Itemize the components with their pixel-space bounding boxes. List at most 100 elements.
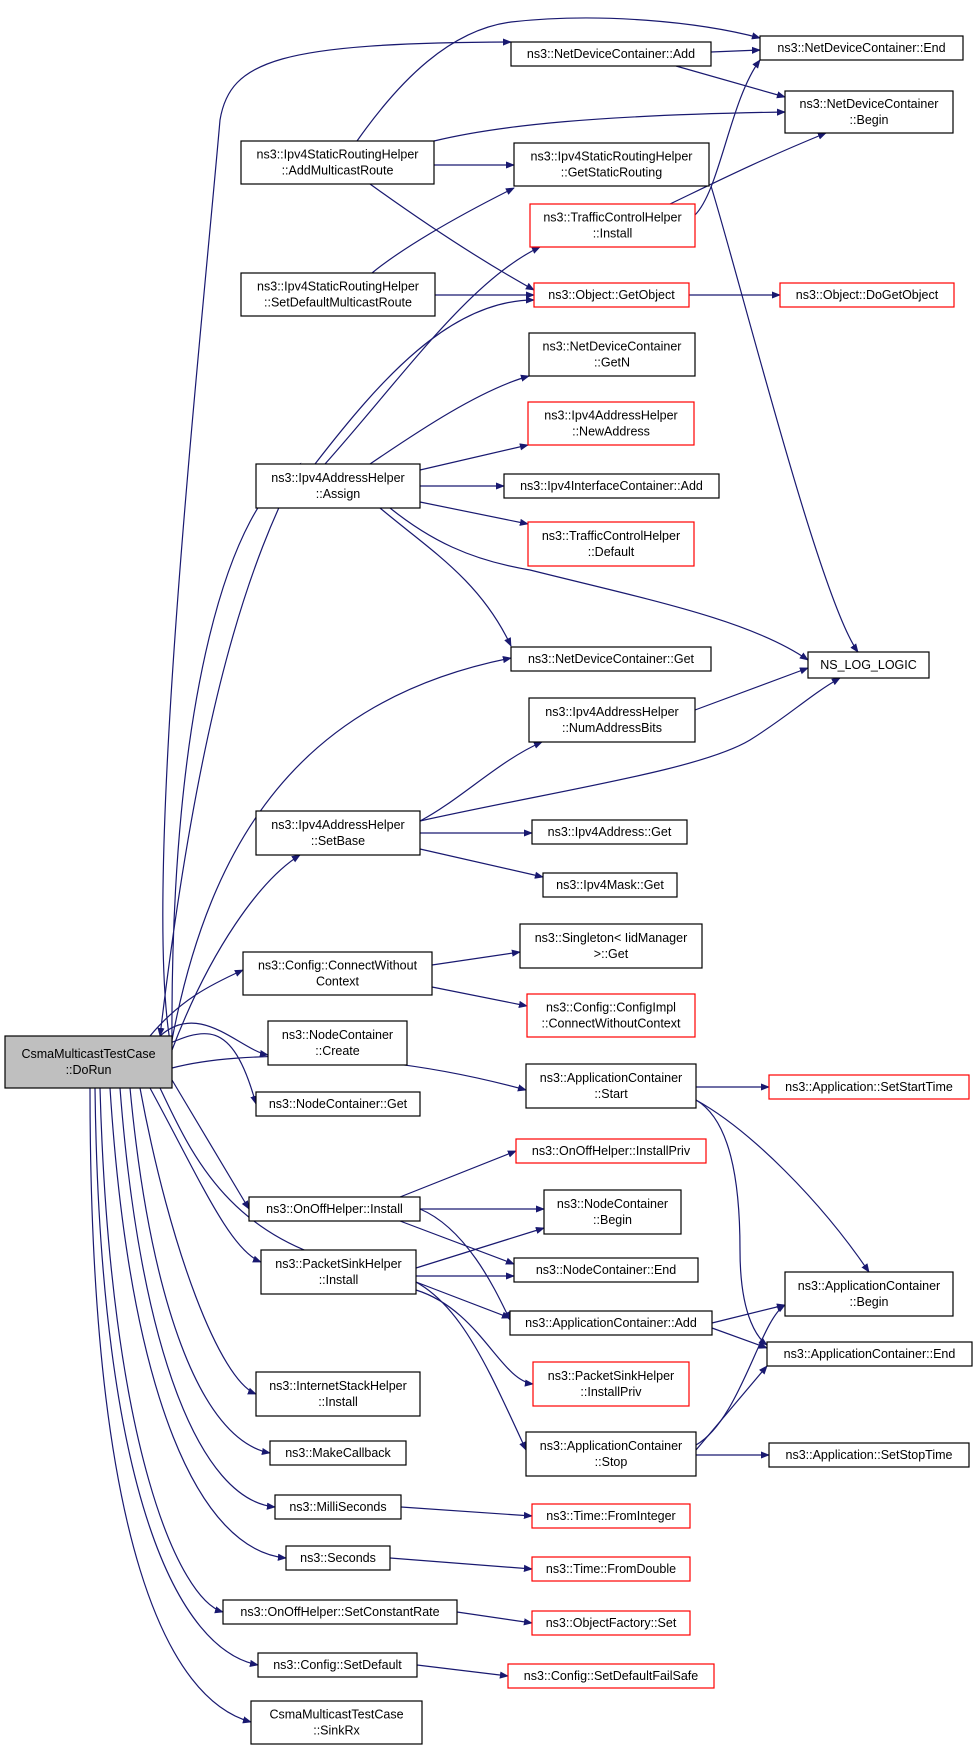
node-box[interactable]: [526, 993, 696, 1038]
node-ac-begin[interactable]: ns3::ApplicationContainer::Begin: [784, 1271, 954, 1317]
node-box[interactable]: [260, 1249, 417, 1295]
node-box[interactable]: [257, 1652, 418, 1678]
node-box[interactable]: [784, 90, 954, 134]
node-psh-installpriv[interactable]: ns3::PacketSinkHelper::InstallPriv: [532, 1361, 690, 1407]
node-of-set[interactable]: ns3::ObjectFactory::Set: [531, 1610, 691, 1636]
node-box[interactable]: [529, 203, 696, 248]
node-srh-getsr[interactable]: ns3::Ipv4StaticRoutingHelper::GetStaticR…: [513, 142, 710, 187]
node-cfg-setdef[interactable]: ns3::Config::SetDefault: [257, 1652, 418, 1678]
node-obj-doget[interactable]: ns3::Object::DoGetObject: [779, 282, 955, 308]
node-box[interactable]: [242, 951, 433, 996]
node-box[interactable]: [784, 1271, 954, 1317]
node-box[interactable]: [527, 521, 695, 567]
node-obj-get[interactable]: ns3::Object::GetObject: [533, 282, 690, 308]
node-box[interactable]: [531, 1610, 691, 1636]
node-box[interactable]: [759, 35, 964, 61]
node-iah-setbase[interactable]: ns3::Ipv4AddressHelper::SetBase: [255, 810, 421, 856]
node-box[interactable]: [240, 272, 436, 317]
node-ndc-getn[interactable]: ns3::NetDeviceContainer::GetN: [528, 332, 696, 377]
node-tch-install[interactable]: ns3::TrafficControlHelper::Install: [529, 203, 696, 248]
node-box[interactable]: [274, 1494, 402, 1520]
node-box[interactable]: [519, 923, 703, 969]
node-singleton[interactable]: ns3::Singleton< IidManager>::Get: [519, 923, 703, 969]
node-box[interactable]: [531, 819, 688, 845]
node-ac-end[interactable]: ns3::ApplicationContainer::End: [766, 1341, 973, 1367]
node-box[interactable]: [766, 1341, 973, 1367]
node-box[interactable]: [532, 1361, 690, 1407]
node-cmtc-sinkrx[interactable]: CsmaMulticastTestCase::SinkRx: [250, 1700, 423, 1745]
node-box[interactable]: [531, 1556, 691, 1582]
node-ooh-setcr[interactable]: ns3::OnOffHelper::SetConstantRate: [222, 1599, 458, 1625]
node-box[interactable]: [269, 1440, 407, 1466]
node-box[interactable]: [240, 140, 435, 185]
node-box[interactable]: [543, 1189, 682, 1235]
node-millis[interactable]: ns3::MilliSeconds: [274, 1494, 402, 1520]
node-makecb[interactable]: ns3::MakeCallback: [269, 1440, 407, 1466]
node-ac-start[interactable]: ns3::ApplicationContainer::Start: [525, 1063, 697, 1109]
node-ooh-install[interactable]: ns3::OnOffHelper::Install: [248, 1196, 421, 1222]
node-box[interactable]: [542, 872, 678, 898]
node-ndc-begin[interactable]: ns3::NetDeviceContainer::Begin: [784, 90, 954, 134]
node-box[interactable]: [509, 1310, 713, 1336]
node-box[interactable]: [528, 332, 696, 377]
node-cfg-cwc[interactable]: ns3::Config::ConnectWithoutContext: [242, 951, 433, 996]
node-box[interactable]: [525, 1431, 697, 1477]
node-ndc-end[interactable]: ns3::NetDeviceContainer::End: [759, 35, 964, 61]
node-iah-assign[interactable]: ns3::Ipv4AddressHelper::Assign: [255, 463, 421, 509]
node-box[interactable]: [255, 463, 421, 509]
node-ooh-installpriv[interactable]: ns3::OnOffHelper::InstallPriv: [515, 1138, 707, 1164]
node-root[interactable]: CsmaMulticastTestCase::DoRun: [4, 1035, 173, 1089]
node-box[interactable]: [510, 646, 712, 672]
node-box[interactable]: [507, 1663, 715, 1689]
node-box[interactable]: [513, 142, 710, 187]
node-box[interactable]: [510, 41, 712, 67]
node-nc-end[interactable]: ns3::NodeContainer::End: [513, 1257, 699, 1283]
node-iic-add[interactable]: ns3::Ipv4InterfaceContainer::Add: [503, 473, 720, 499]
node-ns-log[interactable]: NS_LOG_LOGIC: [807, 651, 930, 679]
node-box[interactable]: [255, 1371, 421, 1417]
node-box[interactable]: [222, 1599, 458, 1625]
node-app-setstart[interactable]: ns3::Application::SetStartTime: [768, 1074, 970, 1100]
node-cfgimpl-cwc[interactable]: ns3::Config::ConfigImpl::ConnectWithoutC…: [526, 993, 696, 1038]
node-ia-get[interactable]: ns3::Ipv4Address::Get: [531, 819, 688, 845]
node-box[interactable]: [531, 1503, 691, 1529]
node-ndc-add[interactable]: ns3::NetDeviceContainer::Add: [510, 41, 712, 67]
node-app-setstop[interactable]: ns3::Application::SetStopTime: [768, 1442, 970, 1468]
node-box[interactable]: [255, 1091, 421, 1117]
node-iah-numbits[interactable]: ns3::Ipv4AddressHelper::NumAddressBits: [528, 697, 696, 743]
node-iah-newaddr[interactable]: ns3::Ipv4AddressHelper::NewAddress: [527, 401, 695, 446]
node-time-fromdbl[interactable]: ns3::Time::FromDouble: [531, 1556, 691, 1582]
node-box[interactable]: [513, 1257, 699, 1283]
node-box[interactable]: [255, 810, 421, 856]
node-box[interactable]: [807, 651, 930, 679]
node-im-get[interactable]: ns3::Ipv4Mask::Get: [542, 872, 678, 898]
node-box[interactable]: [768, 1074, 970, 1100]
node-box[interactable]: [4, 1035, 173, 1089]
node-tch-default[interactable]: ns3::TrafficControlHelper::Default: [527, 521, 695, 567]
node-nc-create[interactable]: ns3::NodeContainer::Create: [267, 1020, 408, 1066]
node-box[interactable]: [528, 697, 696, 743]
node-cfg-setdeffs[interactable]: ns3::Config::SetDefaultFailSafe: [507, 1663, 715, 1689]
node-box[interactable]: [525, 1063, 697, 1109]
node-box[interactable]: [768, 1442, 970, 1468]
node-seconds[interactable]: ns3::Seconds: [285, 1545, 391, 1571]
node-box[interactable]: [250, 1700, 423, 1745]
node-srh-setdef[interactable]: ns3::Ipv4StaticRoutingHelper::SetDefault…: [240, 272, 436, 317]
node-nc-begin[interactable]: ns3::NodeContainer::Begin: [543, 1189, 682, 1235]
node-box[interactable]: [285, 1545, 391, 1571]
node-ac-add[interactable]: ns3::ApplicationContainer::Add: [509, 1310, 713, 1336]
node-box[interactable]: [267, 1020, 408, 1066]
node-srh-addmc[interactable]: ns3::Ipv4StaticRoutingHelper::AddMultica…: [240, 140, 435, 185]
node-box[interactable]: [779, 282, 955, 308]
node-box[interactable]: [248, 1196, 421, 1222]
node-box[interactable]: [533, 282, 690, 308]
node-box[interactable]: [503, 473, 720, 499]
node-time-fromint[interactable]: ns3::Time::FromInteger: [531, 1503, 691, 1529]
node-ndc-get[interactable]: ns3::NetDeviceContainer::Get: [510, 646, 712, 672]
node-psh-install[interactable]: ns3::PacketSinkHelper::Install: [260, 1249, 417, 1295]
node-nc-get[interactable]: ns3::NodeContainer::Get: [255, 1091, 421, 1117]
node-box[interactable]: [515, 1138, 707, 1164]
node-ish-install[interactable]: ns3::InternetStackHelper::Install: [255, 1371, 421, 1417]
node-ac-stop[interactable]: ns3::ApplicationContainer::Stop: [525, 1431, 697, 1477]
node-box[interactable]: [527, 401, 695, 446]
